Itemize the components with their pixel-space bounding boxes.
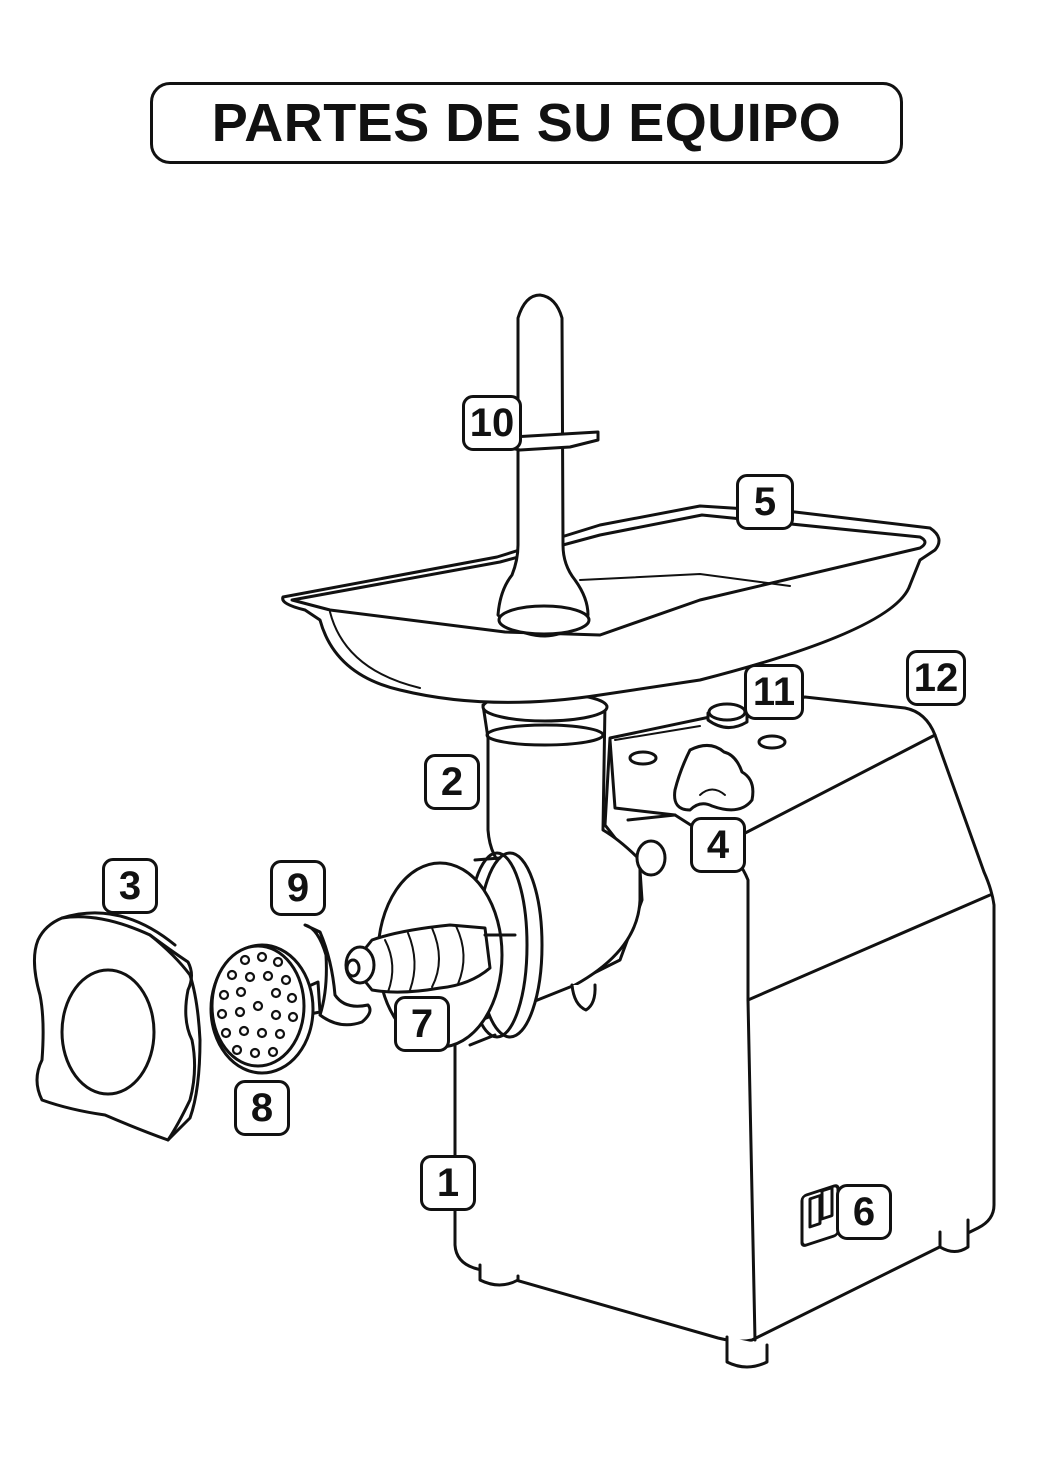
label-12: 12 xyxy=(906,650,966,706)
label-1: 1 xyxy=(420,1155,476,1211)
label-10: 10 xyxy=(462,395,522,451)
label-11: 11 xyxy=(744,664,804,720)
ring-nut xyxy=(33,911,202,1142)
label-9: 9 xyxy=(270,860,326,916)
label-6: 6 xyxy=(836,1184,892,1240)
label-3: 3 xyxy=(102,858,158,914)
label-8: 8 xyxy=(234,1080,290,1136)
title-box: PARTES DE SU EQUIPO xyxy=(150,82,903,164)
feed-tray xyxy=(281,504,941,704)
motor-housing xyxy=(453,695,996,1369)
label-5: 5 xyxy=(736,474,794,530)
label-4: 4 xyxy=(690,817,746,873)
page-title: PARTES DE SU EQUIPO xyxy=(211,93,842,153)
plate-holes xyxy=(216,951,299,1059)
grinding-plate xyxy=(209,943,315,1075)
top-controls xyxy=(628,702,787,812)
label-2: 2 xyxy=(424,754,480,810)
worm-screw xyxy=(344,923,517,994)
label-7: 7 xyxy=(394,996,450,1052)
